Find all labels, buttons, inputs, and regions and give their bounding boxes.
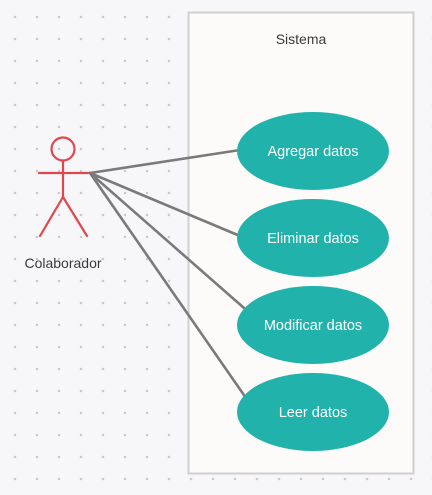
use-case-modificar-datos[interactable]: Modificar datos — [237, 286, 389, 364]
use-case-label: Agregar datos — [267, 144, 358, 160]
use-case-label: Leer datos — [279, 405, 348, 421]
use-case-eliminar-datos[interactable]: Eliminar datos — [237, 199, 389, 277]
use-case-ellipse — [237, 112, 389, 190]
association-modificar — [88, 171, 246, 310]
actor-leg-right — [61, 195, 89, 238]
associations — [88, 148, 248, 400]
actor-colaborador[interactable] — [37, 136, 90, 238]
association-eliminar — [88, 171, 242, 238]
use-case-ellipse — [237, 286, 389, 364]
system-label: Sistema — [276, 31, 327, 47]
use-case-ellipse — [237, 373, 389, 451]
actor-label: Colaborador — [24, 255, 101, 271]
use-case-leer-datos[interactable]: Leer datos — [237, 373, 389, 451]
actor-leg-left — [38, 195, 65, 238]
use-case-agregar-datos[interactable]: Agregar datos — [237, 112, 389, 190]
association-leer — [88, 171, 248, 400]
association-agregar — [88, 148, 242, 175]
use-case-label: Eliminar datos — [267, 231, 359, 247]
actor-head — [50, 136, 76, 162]
use-case-ellipse — [237, 199, 389, 277]
use-case-label: Modificar datos — [264, 318, 362, 334]
